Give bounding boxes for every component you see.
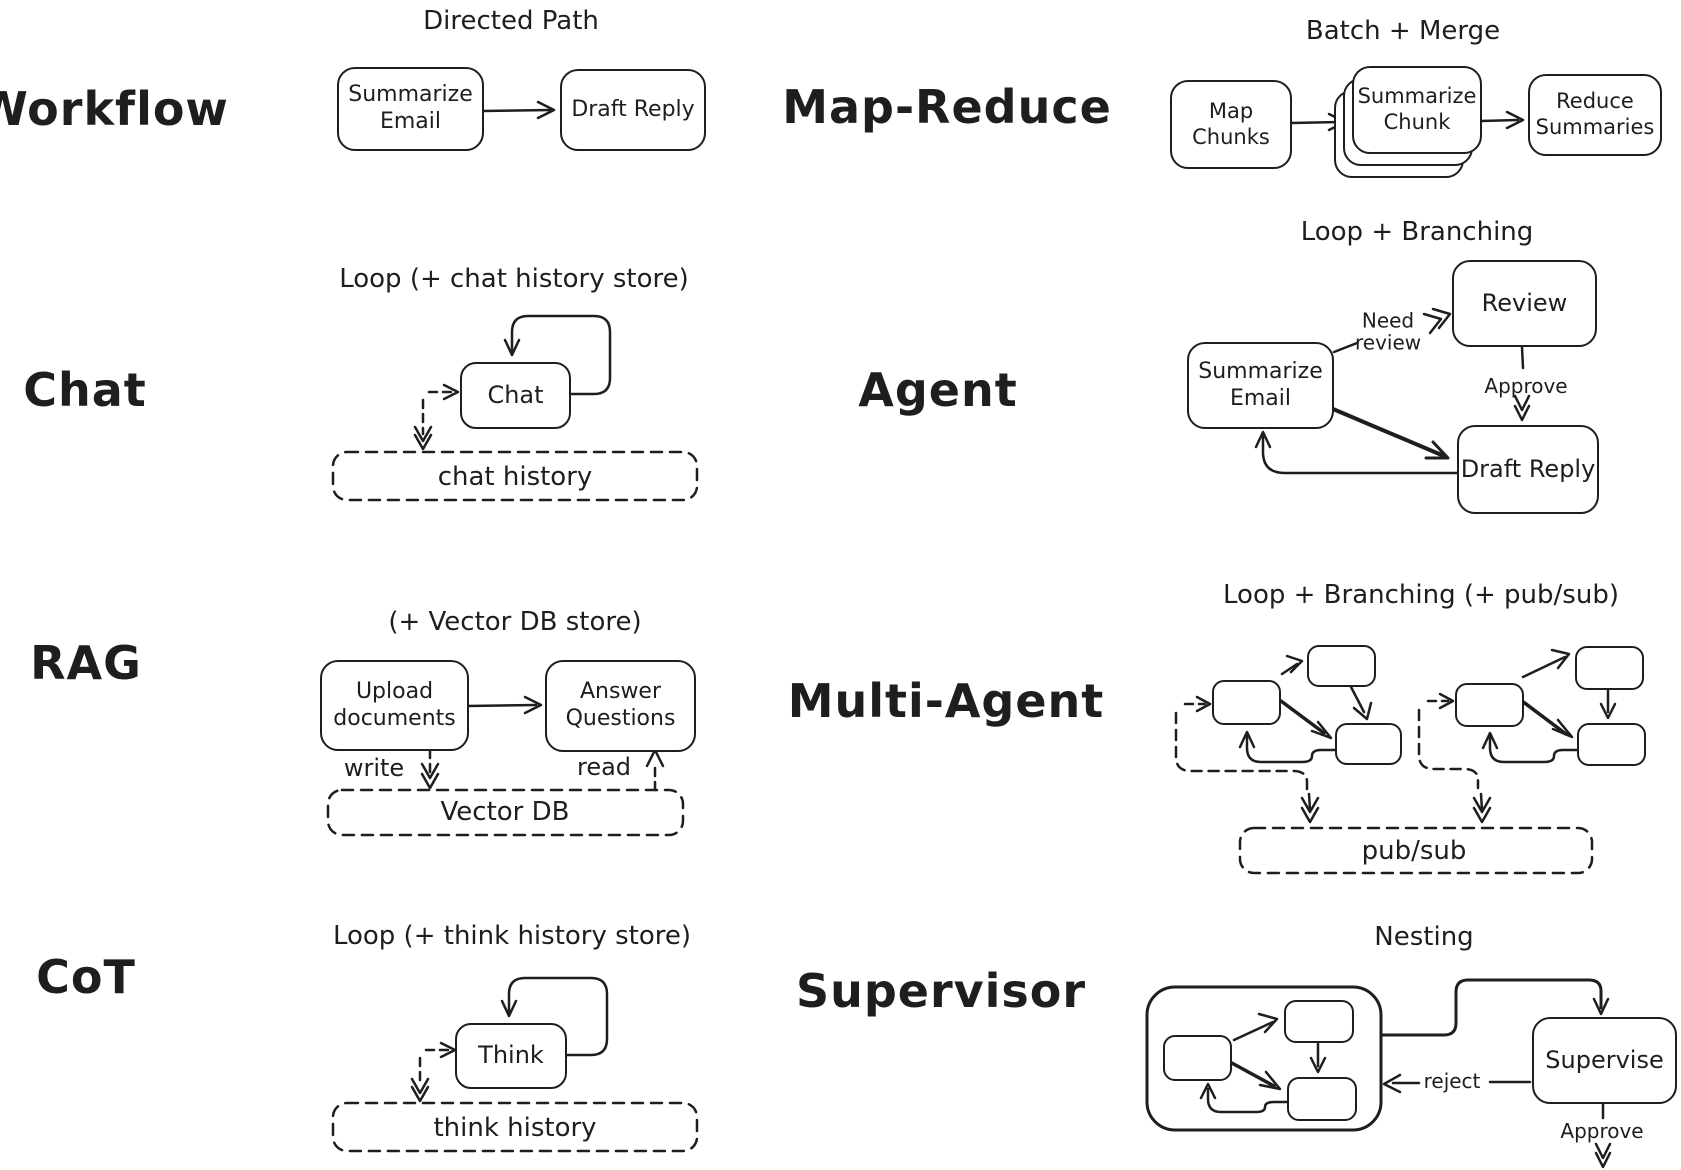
vector-db-store-box — [326, 788, 685, 837]
cot-self-loop — [500, 976, 609, 1057]
chat-history-store-label: chat history — [437, 462, 593, 492]
agent-edges — [1254, 307, 1531, 475]
chat-self-loop — [503, 314, 612, 396]
multi-agent-left-cluster-node-a — [1212, 680, 1281, 725]
chat-node-chat: Chat — [460, 362, 571, 429]
pattern-label-multi-agent: Multi-Agent — [787, 674, 1105, 728]
multi-agent-right-cluster-node-a — [1455, 683, 1524, 727]
agent-node-review: Review — [1452, 260, 1597, 347]
chat-title: Loop (+ chat history store) — [339, 264, 689, 294]
agent-node-draft-reply: Draft Reply — [1457, 425, 1599, 514]
rag-edge-label-write: write — [343, 754, 405, 782]
map-reduce-title: Batch + Merge — [1305, 16, 1501, 46]
multi-agent-left-cluster-node-c — [1335, 723, 1402, 765]
pub-sub-store-box — [1238, 826, 1594, 875]
supervisor-outer-edges — [1380, 978, 1612, 1169]
supervisor-inner-node-b — [1284, 1000, 1354, 1043]
workflow-node-summarize-email: Summarize Email — [337, 67, 484, 151]
agent-title: Loop + Branching — [1300, 217, 1534, 247]
workflow-title: Directed Path — [423, 6, 599, 36]
pattern-label-workflow: Workflow — [0, 82, 229, 136]
rag-edge-label-read: read — [576, 753, 632, 781]
multi-agent-right-cluster-node-c — [1577, 723, 1646, 766]
supervisor-inner-node-a — [1163, 1035, 1232, 1081]
pattern-label-chat: Chat — [23, 363, 147, 417]
map-reduce-node-reduce-summaries: Reduce Summaries — [1528, 74, 1662, 156]
think-history-store-box — [331, 1101, 699, 1153]
rag-node-answer-questions: Answer Questions — [545, 660, 696, 752]
pattern-label-rag: RAG — [30, 636, 142, 690]
pattern-label-supervisor: Supervisor — [795, 964, 1087, 1018]
rag-node-upload-documents: Upload documents — [320, 660, 469, 751]
workflow-node-draft-reply: Draft Reply — [560, 69, 706, 151]
cot-title: Loop (+ think history store) — [332, 921, 692, 951]
agent-edge-label-need-review: Need review — [1355, 308, 1422, 355]
map-reduce-node-map-chunks: Map Chunks — [1170, 80, 1292, 169]
cot-node-think: Think — [455, 1023, 567, 1089]
agent-node-summarize-email: Summarize Email — [1187, 342, 1334, 429]
pattern-label-map-reduce: Map-Reduce — [782, 80, 1112, 134]
pattern-label-agent: Agent — [858, 363, 1018, 417]
supervisor-title: Nesting — [1374, 922, 1474, 952]
supervisor-edge-label-reject: reject — [1423, 1069, 1481, 1093]
rag-title: (+ Vector DB store) — [388, 607, 642, 637]
multi-agent-right-cluster-edges — [1238, 648, 1617, 875]
supervisor-nest-container — [1145, 985, 1383, 1132]
vector-db-store-label: Vector DB — [440, 797, 570, 827]
multi-agent-left-cluster-edges — [1174, 654, 1373, 824]
supervisor-inner-node-c — [1287, 1077, 1357, 1121]
workflow-arrow — [480, 100, 556, 120]
map-reduce-node-summarize-chunk: Summarize Chunk — [1352, 66, 1482, 154]
think-history-store-label: think history — [433, 1113, 597, 1143]
chat-store-links — [331, 383, 699, 502]
pattern-label-cot: CoT — [36, 950, 136, 1004]
chat-history-store-box — [331, 450, 699, 502]
supervisor-inner-edges — [1199, 1012, 1327, 1114]
multi-agent-right-cluster-node-b — [1575, 646, 1644, 690]
multi-agent-left-cluster-node-b — [1307, 645, 1376, 687]
multi-agent-title: Loop + Branching (+ pub/sub) — [1223, 580, 1619, 610]
pub-sub-store-label: pub/sub — [1361, 836, 1467, 866]
agent-edge-label-approve: Approve — [1484, 374, 1568, 398]
supervisor-node-supervise: Supervise — [1532, 1017, 1677, 1104]
supervisor-edge-label-approve: Approve — [1560, 1119, 1644, 1143]
